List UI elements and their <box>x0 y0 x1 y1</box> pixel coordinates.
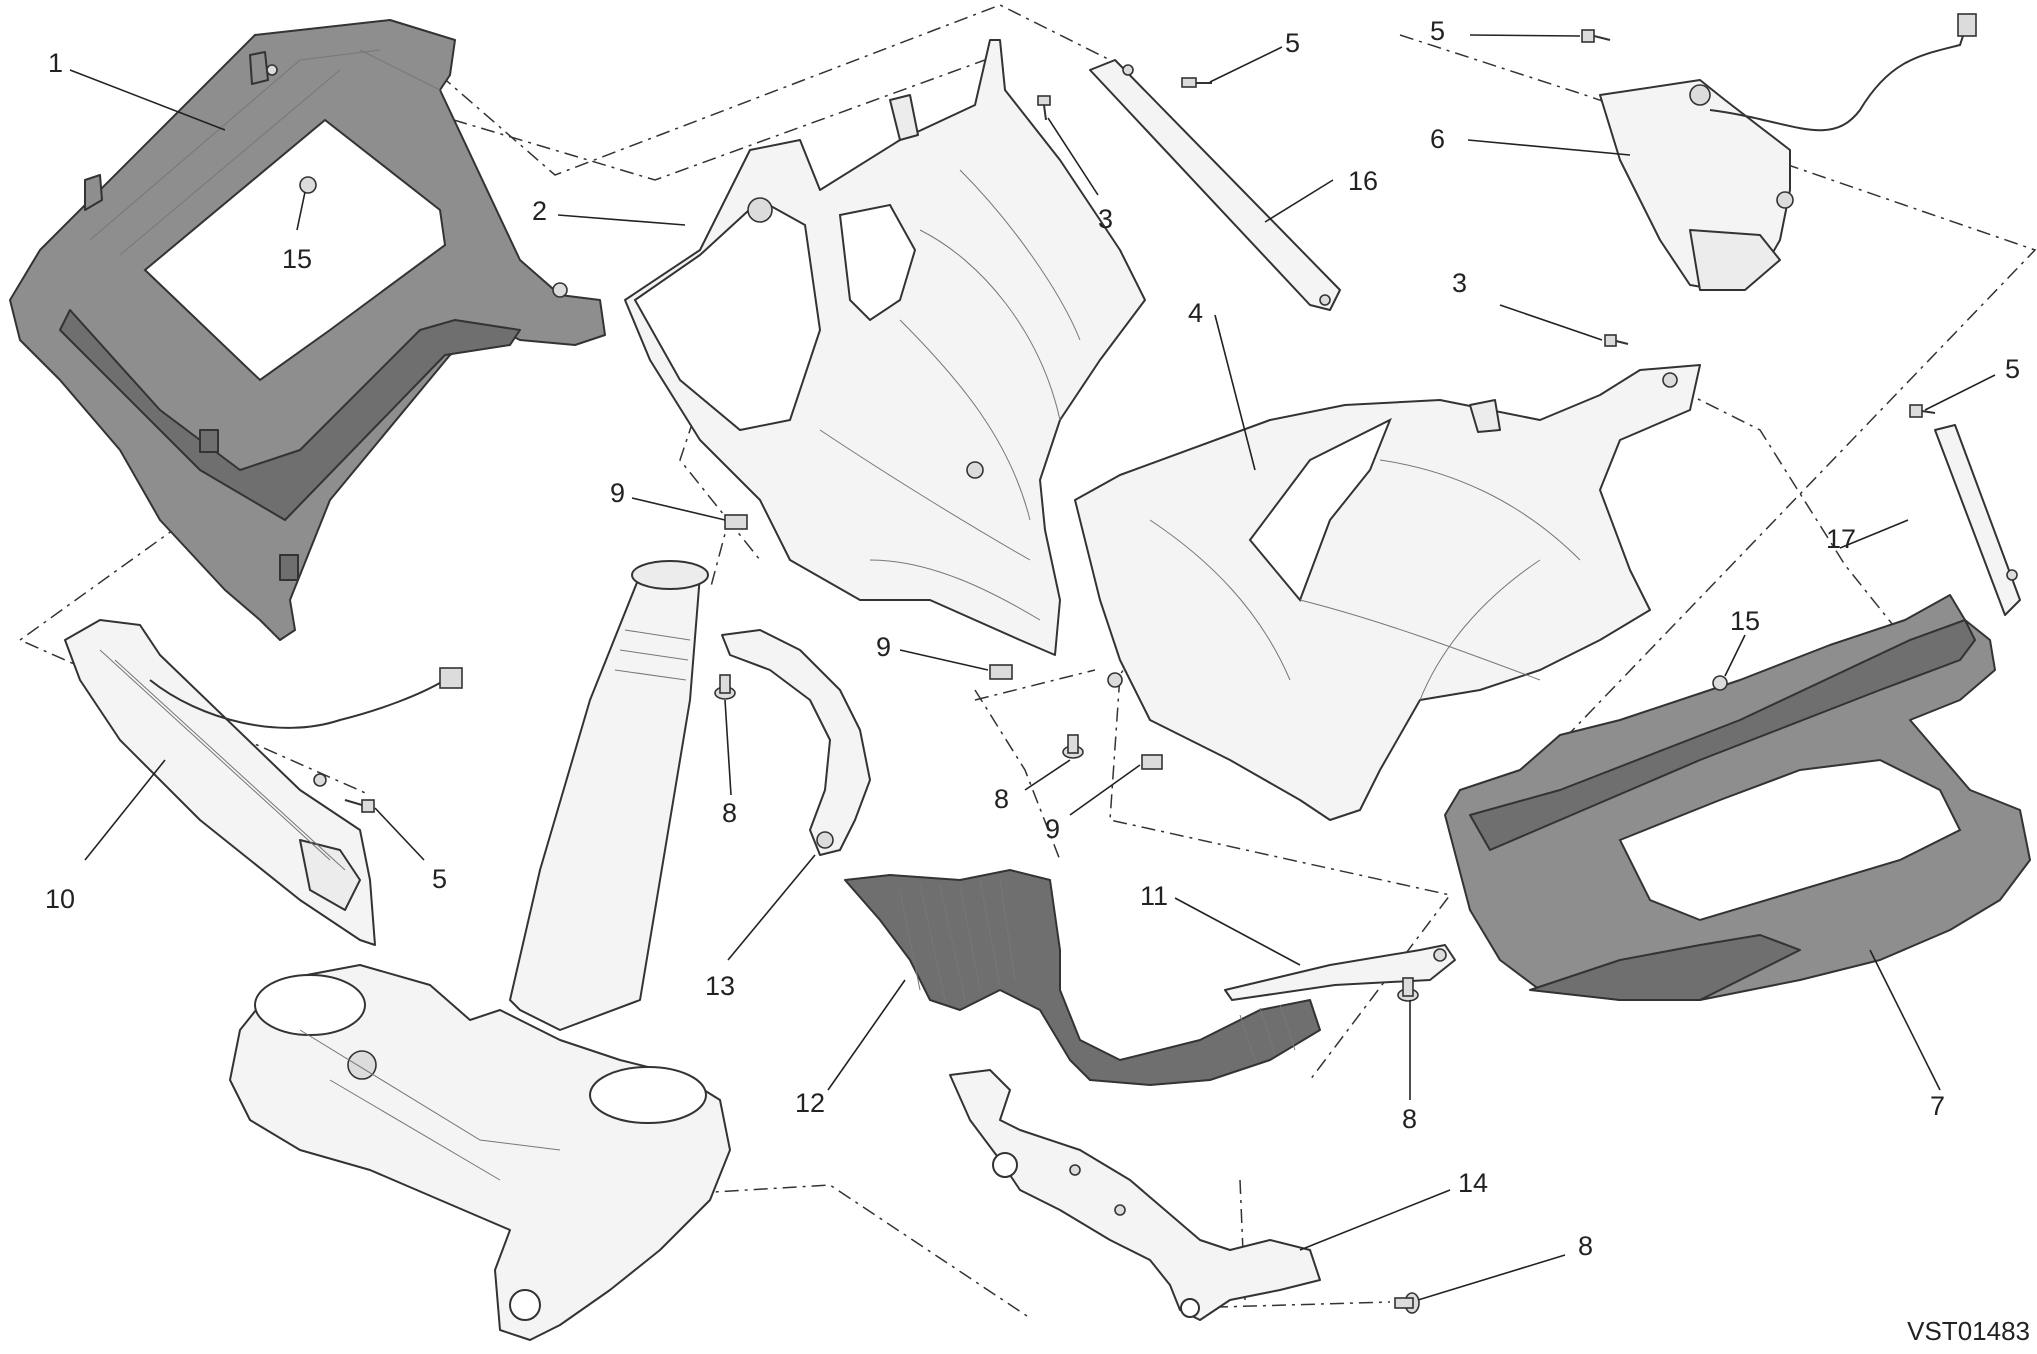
callout-10: 10 <box>45 884 75 914</box>
drawing-code: VST01483 <box>1907 1316 2030 1346</box>
nut-15-upper <box>299 176 317 194</box>
callout-5-top: 5 <box>1285 28 1300 58</box>
nut-15-right <box>1712 675 1728 691</box>
part-2-left-inner-cover <box>624 39 1146 656</box>
callout-4: 4 <box>1188 298 1203 328</box>
callout-5-top-right: 5 <box>1430 16 1445 46</box>
screw-5-top <box>1181 77 1212 88</box>
part-10-left-indicator <box>64 619 463 946</box>
callout-8-left: 8 <box>722 798 737 828</box>
callout-15-right: 15 <box>1730 606 1760 636</box>
callout-labels: 1 2 3 3 4 5 5 5 5 6 7 8 8 8 8 9 9 9 10 1… <box>45 16 2020 1261</box>
grommet-8-bottom <box>1394 1292 1420 1314</box>
callout-8-right: 8 <box>1402 1104 1417 1134</box>
hardware <box>299 29 1936 1314</box>
callout-11: 11 <box>1140 881 1168 911</box>
part-6-right-indicator <box>1599 13 1977 291</box>
callout-13: 13 <box>705 971 735 1001</box>
callout-8-center: 8 <box>994 784 1009 814</box>
callout-6: 6 <box>1430 124 1445 154</box>
grommet-8-right <box>1397 977 1419 1002</box>
part-4-right-inner-cover <box>1074 364 1701 821</box>
part-11-support-rod <box>1224 944 1456 1001</box>
part-14-mount-bracket <box>949 1069 1321 1321</box>
callout-9-lower: 9 <box>1045 814 1060 844</box>
callout-15-upper: 15 <box>282 244 312 274</box>
steering-stem-and-triple-clamp <box>229 560 731 1341</box>
callout-7: 7 <box>1930 1091 1945 1121</box>
callout-2: 2 <box>532 196 547 226</box>
screw-3-right <box>1604 334 1629 347</box>
clip-9-middle <box>989 664 1013 680</box>
callout-17: 17 <box>1826 524 1856 554</box>
clip-9-upper <box>724 514 748 530</box>
part-13-bracket <box>721 629 871 856</box>
callout-5-right: 5 <box>2005 354 2020 384</box>
callout-5-left: 5 <box>432 864 447 894</box>
callout-12: 12 <box>795 1088 825 1118</box>
grommet-8-left <box>714 674 736 700</box>
part-1-upper-fairing-frame <box>9 19 606 641</box>
leader-lines <box>69 34 1996 1301</box>
part-17-bracket-strip <box>1934 424 2021 616</box>
callout-3-upper: 3 <box>1098 204 1113 234</box>
callout-16: 16 <box>1348 166 1378 196</box>
screw-5-left <box>344 799 375 813</box>
part-16-bracket-strip <box>1089 59 1341 311</box>
callout-8-bottom: 8 <box>1578 1231 1593 1261</box>
callout-3-right: 3 <box>1452 268 1467 298</box>
grommet-8-center <box>1062 734 1084 759</box>
callout-9-middle: 9 <box>876 632 891 662</box>
part-12-air-duct <box>844 869 1321 1086</box>
screw-5-right <box>1909 404 1936 418</box>
screw-5-top-right <box>1581 29 1611 43</box>
clip-9-lower <box>1141 754 1163 770</box>
callout-14: 14 <box>1458 1168 1488 1198</box>
callout-1: 1 <box>48 48 63 78</box>
callout-9-upper: 9 <box>610 478 625 508</box>
part-7-lower-fairing-frame <box>1444 594 2031 1001</box>
screw-3-top <box>1037 95 1051 121</box>
